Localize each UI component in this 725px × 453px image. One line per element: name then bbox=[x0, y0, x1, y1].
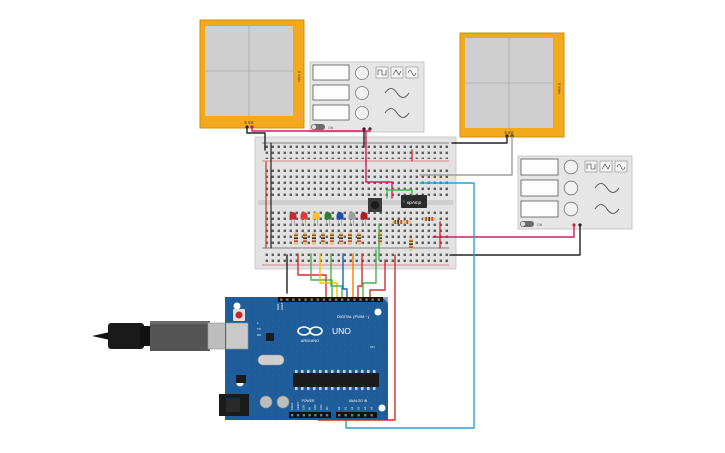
fg2-frequency-knob[interactable] bbox=[563, 159, 579, 175]
wire-fg2-signal[interactable] bbox=[432, 224, 575, 238]
resistor[interactable] bbox=[303, 232, 307, 245]
power-pin-label: GND bbox=[314, 404, 317, 410]
wire-scope1-fg1[interactable] bbox=[251, 126, 371, 132]
fg2-power-label: ON bbox=[537, 223, 543, 227]
uno-model-label: UNO bbox=[332, 326, 351, 336]
resistor[interactable] bbox=[294, 232, 298, 245]
digital-pwm-label: DIGITAL (PWM ~) bbox=[337, 314, 370, 319]
fg1-offset-knob[interactable] bbox=[355, 106, 369, 120]
led[interactable] bbox=[300, 212, 308, 226]
wire-analog-in[interactable] bbox=[345, 182, 475, 429]
gnd-label: GND bbox=[276, 304, 280, 310]
power-header-label: POWER bbox=[302, 399, 315, 403]
usb-jack bbox=[225, 322, 249, 350]
led[interactable] bbox=[324, 212, 332, 226]
arduino-uno-board[interactable]: DIGITAL (PWM ~) UNO ARDUINO POWER ANALOG… bbox=[219, 297, 388, 420]
function-generator-1[interactable]: ON bbox=[309, 61, 425, 133]
breadboard-bottom-power-rail[interactable] bbox=[264, 250, 448, 263]
analog-pin-label: A5 bbox=[370, 406, 374, 410]
oscilloscope-2-volts-label: 5 V/div bbox=[557, 83, 561, 94]
power-pin-label: GND bbox=[320, 404, 323, 410]
mounting-hole bbox=[374, 308, 382, 316]
led[interactable] bbox=[360, 212, 368, 226]
on-led-label: ON bbox=[370, 345, 375, 349]
power-pin-label: 3.3V bbox=[303, 405, 306, 410]
atmega-chip bbox=[293, 373, 379, 387]
fg2-frequency-display bbox=[520, 158, 559, 176]
rx-label: RX bbox=[257, 333, 261, 337]
resistor[interactable] bbox=[312, 232, 316, 245]
wire-fg2-ground[interactable] bbox=[449, 224, 581, 256]
mounting-hole bbox=[233, 302, 241, 310]
led-row bbox=[289, 212, 368, 226]
oscilloscope-2[interactable]: 5 ms 5 V/div bbox=[459, 32, 565, 138]
push-button[interactable] bbox=[368, 198, 382, 212]
analog-header[interactable] bbox=[336, 412, 377, 418]
analog-pin-label: A2 bbox=[350, 406, 354, 410]
power-pin-label: Vin bbox=[326, 406, 329, 410]
led[interactable] bbox=[289, 212, 297, 226]
fg2-offset-knob[interactable] bbox=[563, 201, 579, 217]
usb-cable[interactable] bbox=[92, 321, 243, 351]
wire-scope2-probe[interactable] bbox=[419, 135, 513, 176]
oscilloscope-1-volts-label: 5 V/div bbox=[297, 71, 301, 82]
fg2-amplitude-display bbox=[520, 179, 559, 197]
opamp-chip[interactable]: opAmp bbox=[401, 195, 427, 208]
fg2-sine-preview-icon-2 bbox=[594, 204, 620, 214]
fg2-sine-preview-icon bbox=[594, 183, 620, 193]
breadboard-top-power-rail[interactable] bbox=[264, 145, 448, 159]
fg1-frequency-display bbox=[312, 64, 350, 81]
oscilloscope-1-time-label: 5 ms bbox=[244, 120, 253, 125]
wire-scope1-ground[interactable] bbox=[246, 126, 266, 151]
resistor[interactable] bbox=[423, 217, 436, 221]
analog-header-label: ANALOG IN bbox=[349, 399, 368, 403]
wire-scope2-ground[interactable] bbox=[451, 135, 508, 144]
analog-pin-label: A3 bbox=[357, 406, 361, 410]
tx-label: TX bbox=[257, 327, 261, 331]
fg1-amplitude-knob[interactable] bbox=[355, 86, 369, 100]
fg1-amplitude-display bbox=[312, 84, 350, 101]
fg2-amplitude-knob[interactable] bbox=[563, 180, 579, 196]
fg1-frequency-knob[interactable] bbox=[355, 66, 369, 80]
resistor[interactable] bbox=[409, 238, 413, 251]
breadboard-center-channel bbox=[258, 200, 453, 205]
oscilloscope-2-time-label: 5 ms bbox=[504, 130, 513, 135]
capacitor bbox=[276, 395, 290, 409]
arduino-infinity-logo bbox=[297, 326, 323, 336]
analog-pin-label: A1 bbox=[344, 406, 348, 410]
fg1-power-label: ON bbox=[328, 126, 334, 130]
fg1-offset-display bbox=[312, 104, 350, 121]
l-led-label: L bbox=[257, 321, 259, 325]
mounting-hole bbox=[378, 404, 386, 412]
function-generator-2[interactable]: ON bbox=[517, 155, 633, 230]
arduino-brand-label: ARDUINO bbox=[301, 338, 319, 343]
fg2-offset-display bbox=[520, 200, 559, 218]
power-pin-label: IOREF bbox=[291, 402, 294, 410]
resistor[interactable] bbox=[392, 220, 405, 224]
oscilloscope-1[interactable]: 5 ms 5 V/div bbox=[199, 19, 305, 129]
aref-label: AREF bbox=[280, 302, 284, 310]
crystal bbox=[257, 354, 285, 366]
led[interactable] bbox=[336, 212, 344, 226]
led[interactable] bbox=[348, 212, 356, 226]
analog-pin-label: A4 bbox=[363, 406, 367, 410]
power-pin-label: RESET bbox=[297, 401, 300, 410]
fg1-sine-preview-icon bbox=[384, 88, 410, 98]
resistor[interactable] bbox=[321, 232, 325, 245]
opamp-label: opAmp bbox=[407, 200, 422, 205]
fg1-sine-preview-icon-2 bbox=[384, 108, 410, 118]
breadboard-upper-terminal-strip[interactable] bbox=[264, 168, 448, 198]
resistor[interactable] bbox=[330, 232, 334, 245]
resistor[interactable] bbox=[339, 232, 343, 245]
capacitor bbox=[259, 395, 273, 409]
resistor[interactable] bbox=[357, 232, 361, 245]
power-pin-label: 5V bbox=[308, 407, 311, 410]
analog-pin-label: A0 bbox=[337, 406, 341, 410]
fg1-triangle-wave-button[interactable] bbox=[390, 66, 404, 79]
fg2-triangle-wave-button[interactable] bbox=[599, 160, 613, 173]
resistor[interactable] bbox=[348, 232, 352, 245]
led[interactable] bbox=[312, 212, 320, 226]
